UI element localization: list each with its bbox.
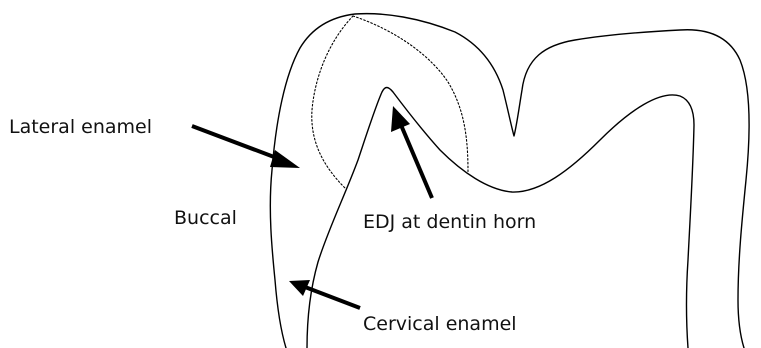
lateral-enamel-arrow-head xyxy=(270,150,300,168)
buccal-label: Buccal xyxy=(174,207,237,229)
dotted-line-left xyxy=(312,16,353,188)
lateral-enamel-arrow-shaft xyxy=(192,126,282,160)
edj-at-dentin-horn-label: EDJ at dentin horn xyxy=(363,211,536,233)
outer-enamel-outline xyxy=(270,14,749,348)
cervical-enamel-label: Cervical enamel xyxy=(363,313,517,335)
lateral-enamel-label: Lateral enamel xyxy=(9,116,152,138)
cervical-arrow-shaft xyxy=(305,287,360,308)
